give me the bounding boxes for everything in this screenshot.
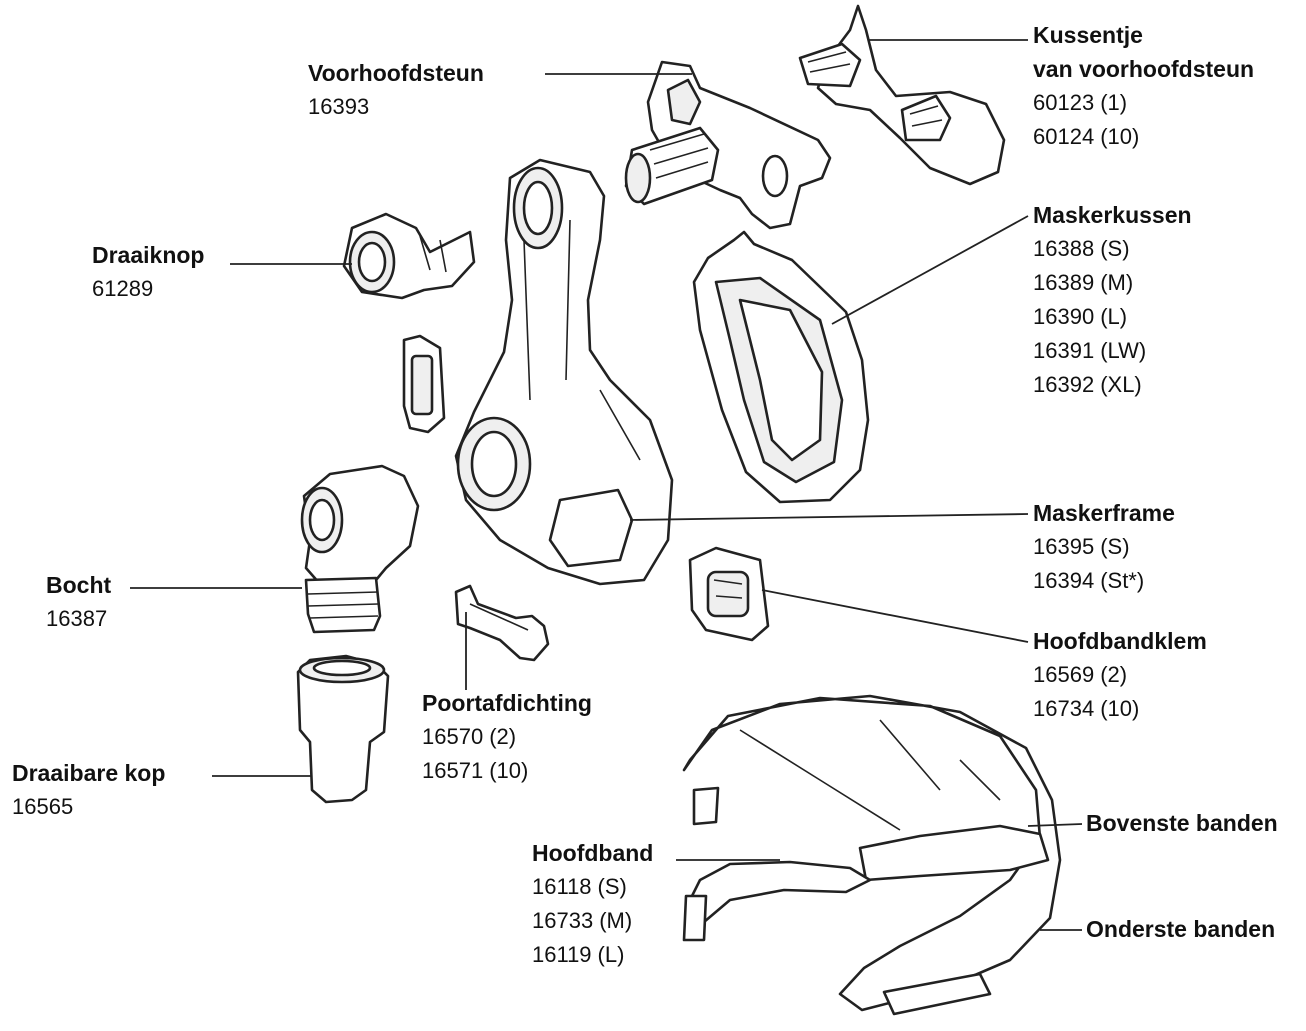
forehead-support-title: Voorhoofdsteun	[308, 60, 484, 86]
forehead-support-part	[624, 60, 832, 230]
swivel-knob-part	[342, 212, 476, 300]
swivel-cap-title: Draaibare kop	[12, 760, 166, 786]
part-number: 16118(S)	[532, 874, 627, 899]
headgear-straps-part	[682, 694, 1062, 1016]
mask-frame-title: Maskerframe	[1033, 500, 1175, 526]
forehead-cushion-title-line2: van voorhoofdsteun	[1033, 56, 1255, 82]
elbow-title: Bocht	[46, 572, 112, 598]
part-number: 16734(10)	[1033, 696, 1140, 721]
part-number: 16387	[46, 606, 108, 631]
elbow-part	[300, 464, 420, 634]
part-number: 16389(M)	[1033, 270, 1134, 295]
label-forehead-cushion: Kussentje van voorhoofdsteun 60123(1) 60…	[1033, 18, 1254, 154]
part-number: 16733(M)	[532, 908, 633, 933]
mask-frame-part	[454, 158, 674, 586]
lower-straps-title: Onderste banden	[1086, 916, 1276, 942]
part-number: 16571(10)	[422, 758, 529, 783]
headgear-clip-title: Hoofdbandklem	[1033, 628, 1207, 654]
headgear-title: Hoofdband	[532, 840, 654, 866]
mask-cushion-title: Maskerkussen	[1033, 202, 1192, 228]
label-elbow: Bocht 16387	[46, 568, 111, 636]
port-seal-title: Poortafdichting	[422, 690, 592, 716]
part-number: 61289	[92, 276, 154, 301]
part-number: 16119(L)	[532, 942, 625, 967]
label-forehead-support: Voorhoofdsteun 16393	[308, 56, 484, 124]
part-number: 16394(St*)	[1033, 568, 1145, 593]
label-swivel-cap: Draaibare kop 16565	[12, 756, 165, 824]
connector-piece-part	[402, 334, 446, 434]
upper-straps-title: Bovenste banden	[1086, 810, 1278, 836]
part-number: 16392(XL)	[1033, 372, 1142, 397]
part-number: 16395(S)	[1033, 534, 1130, 559]
headgear-clip-part	[688, 546, 770, 642]
part-number: 16388(S)	[1033, 236, 1130, 261]
swivel-cap-part	[296, 654, 390, 804]
part-number: 60124(10)	[1033, 124, 1140, 149]
part-number: 16393	[308, 94, 370, 119]
label-swivel-knob: Draaiknop 61289	[92, 238, 204, 306]
label-upper-straps: Bovenste banden	[1086, 806, 1278, 840]
label-headgear-clip: Hoofdbandklem 16569(2) 16734(10)	[1033, 624, 1207, 726]
swivel-knob-title: Draaiknop	[92, 242, 205, 268]
part-number: 60123(1)	[1033, 90, 1128, 115]
forehead-cushion-part	[798, 4, 1006, 186]
label-port-seal: Poortafdichting 16570(2) 16571(10)	[422, 686, 592, 788]
port-seal-part	[454, 584, 550, 662]
label-headgear: Hoofdband 16118(S) 16733(M) 16119(L)	[532, 836, 653, 972]
forehead-cushion-title-line1: Kussentje	[1033, 22, 1143, 48]
part-number: 16391(LW)	[1033, 338, 1147, 363]
label-lower-straps: Onderste banden	[1086, 912, 1275, 946]
label-mask-frame: Maskerframe 16395(S) 16394(St*)	[1033, 496, 1175, 598]
part-number: 16569(2)	[1033, 662, 1128, 687]
part-number: 16570(2)	[422, 724, 517, 749]
part-number: 16390(L)	[1033, 304, 1128, 329]
part-number: 16565	[12, 794, 74, 819]
label-mask-cushion: Maskerkussen 16388(S) 16389(M) 16390(L) …	[1033, 198, 1192, 402]
leader-lines	[130, 39, 1083, 931]
mask-cushion-part	[692, 230, 870, 504]
